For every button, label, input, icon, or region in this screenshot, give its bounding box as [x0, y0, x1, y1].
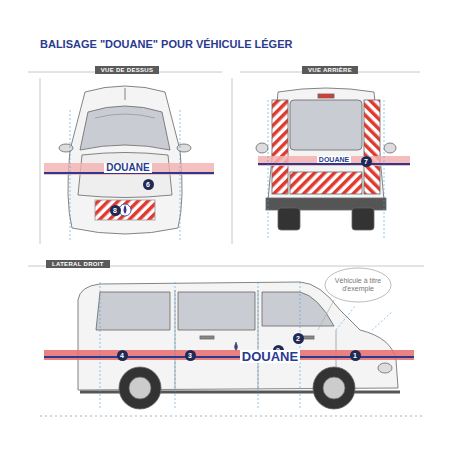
band-lettering: DOUANE: [240, 350, 300, 363]
ground-line: [40, 416, 424, 417]
text: BALISAGE "DOUANE" POUR VÉHICULE LÉGER: [40, 38, 292, 50]
text: DOUANE: [106, 162, 149, 173]
drawing-part: [129, 377, 151, 399]
drawing-part: [124, 205, 127, 214]
drawing-part: [313, 367, 355, 409]
drawing-part: [119, 204, 131, 216]
text: VUE DE DESSUS: [101, 67, 154, 73]
text: 6: [146, 181, 150, 188]
drawing-part: [175, 282, 176, 410]
drawing-part: [372, 312, 392, 330]
drawing-part: [384, 143, 396, 153]
callout-number: 4: [117, 350, 128, 361]
drawing-part: [272, 100, 288, 194]
panel-tab: VUE ARRIÈRE: [302, 66, 358, 74]
drawing-part: [268, 88, 384, 200]
text: 2: [296, 335, 300, 342]
drawing-part: [300, 282, 301, 410]
drawing-part: [352, 208, 374, 230]
drawing-part: [323, 377, 345, 399]
callout-number: 1: [350, 350, 361, 361]
text: DOUANE: [319, 156, 349, 163]
drawing-part: [235, 342, 238, 351]
drawing-part: [80, 106, 170, 150]
drawing-part: [180, 110, 181, 240]
drawing-part: [256, 143, 268, 153]
cloud-bubble: [325, 268, 391, 302]
text: 8: [113, 207, 117, 214]
drawing-part: [278, 208, 300, 230]
drawing-part: [336, 305, 356, 330]
band-lettering: DOUANE: [317, 156, 351, 163]
callout-number: 7: [361, 156, 372, 167]
drawing-part: [70, 110, 71, 240]
drawing-part: [232, 78, 233, 244]
drawing-part: [95, 200, 155, 220]
drawing-part: [125, 88, 126, 100]
panel-frames: [28, 72, 424, 266]
band-lettering: DOUANE: [104, 163, 151, 173]
drawing-part: [96, 292, 170, 330]
drawing-part: [318, 94, 334, 98]
rear-band-line: [258, 163, 410, 165]
title: BALISAGE "DOUANE" POUR VÉHICULE LÉGER: [40, 38, 292, 50]
text: LATERAL DROIT: [52, 261, 104, 267]
text: 3: [188, 352, 192, 359]
text: DOUANE: [242, 349, 298, 364]
callout-number: 3: [185, 350, 196, 361]
drawing-part: [290, 100, 362, 150]
rear-leaders: [268, 100, 384, 240]
drawing-part: [40, 78, 41, 244]
rear-band: [258, 156, 410, 166]
text: 7: [364, 158, 368, 165]
panel-tab: VUE DE DESSUS: [95, 66, 160, 74]
drawing-part: [59, 144, 73, 152]
text: 1: [353, 352, 357, 359]
text: VUE ARRIÈRE: [308, 67, 352, 73]
text: Véhicule à titre d'exemple: [328, 277, 388, 293]
note-cloud: Véhicule à titre d'exemple: [328, 270, 388, 300]
drawing-part: [175, 290, 336, 390]
top-band: [44, 163, 214, 175]
drawing-part: [378, 363, 392, 373]
drawing-part: [200, 336, 214, 339]
callout-number: 8: [110, 205, 121, 216]
top-leaders: [70, 110, 180, 240]
drawing-part: [364, 100, 380, 194]
drawing-part: [100, 282, 101, 410]
text: 4: [120, 352, 124, 359]
drawing-part: [95, 114, 155, 118]
drawing-part: [119, 367, 161, 409]
drawing-part: [268, 100, 269, 240]
callout-number: 6: [143, 179, 154, 190]
drawing-part: [258, 282, 259, 410]
top-view-car: [59, 86, 191, 234]
drawing-part: [178, 292, 255, 330]
callout-number: 2: [293, 333, 304, 344]
drawing-part: [262, 292, 334, 326]
drawing-part: [290, 172, 362, 194]
panel-tab: LATERAL DROIT: [46, 260, 110, 268]
cloud-pointer: [318, 300, 334, 330]
drawing-part: [68, 86, 182, 234]
drawing-part: [384, 100, 385, 240]
drawing-part: [177, 144, 191, 152]
side-band: [44, 350, 414, 360]
